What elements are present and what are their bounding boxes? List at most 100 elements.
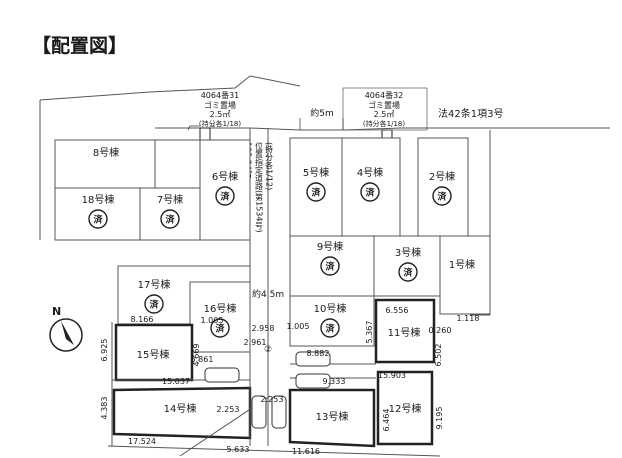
lot-32-outline: [342, 87, 428, 131]
lot-13: [288, 388, 376, 448]
sold-badge-icon: [210, 318, 230, 338]
dimension-label: 6.925: [100, 339, 109, 362]
sold-badge-icon: [432, 186, 452, 206]
sold-badge-icon: [398, 262, 418, 282]
building-name-b16: 16号棟: [204, 302, 237, 315]
dimension-label: 15.903: [378, 371, 406, 380]
sold-badge-icon: [320, 318, 340, 338]
lot-11: [374, 298, 436, 364]
building-name-b7: 7号棟: [157, 193, 183, 206]
sold-badge-icon: [160, 209, 180, 229]
trash-station-31: 4064番31 ゴミ置場 2.5㎡ (持分各1/18): [187, 90, 241, 141]
building-name-b6: 6号棟: [212, 170, 238, 183]
building-name-b1: 1号棟: [449, 258, 475, 271]
circle-two-label: ②: [264, 345, 272, 355]
building-name-b11: 11号棟: [388, 326, 421, 339]
lot-12: [376, 370, 434, 446]
building-name-b17: 17号棟: [138, 278, 171, 291]
dimension-label: 5.367: [365, 321, 374, 344]
sold-badge-label: 済: [149, 299, 159, 311]
car-icon: [271, 395, 287, 429]
building-name-b15: 15号棟: [137, 348, 170, 361]
sold-badge-label: 済: [365, 187, 375, 199]
dimension-label: 1.005: [287, 322, 310, 331]
parking-cars: [204, 351, 331, 429]
dimension-label: 9.195: [435, 407, 444, 430]
lot-1: [439, 235, 491, 315]
dimension-label: 5.861: [191, 355, 214, 364]
dimension-label: 6.556: [386, 306, 409, 315]
dimension-label: 15.037: [162, 377, 190, 386]
trash-station-32: 4064番32 ゴミ置場 2.5㎡ (持分各1/18): [342, 87, 428, 143]
sold-badge-icon: [320, 256, 340, 276]
page-title: 【配置図】: [32, 34, 127, 57]
building-name-b4: 4号棟: [357, 166, 383, 179]
sold-badge-icon: [215, 186, 235, 206]
building-name-b5: 5号棟: [303, 166, 329, 179]
dimension-label: 0.260: [429, 326, 452, 335]
dimension-label: 17.524: [128, 437, 156, 446]
sold-badge-icon: [306, 182, 326, 202]
sold-badge-label: 済: [220, 191, 230, 203]
car-icon: [204, 367, 240, 383]
car-icon: [295, 373, 331, 389]
dimension-label: 9.333: [323, 377, 346, 386]
lot-31-area: 2.5㎡: [210, 110, 231, 119]
road-law-label: 法42条1項3号: [438, 107, 503, 120]
sold-badge-icon: [88, 209, 108, 229]
trash-box-icon: [199, 127, 211, 141]
dimension-label: 6.502: [434, 344, 443, 367]
sold-badge-icon: [360, 182, 380, 202]
compass-label: N: [52, 305, 61, 318]
sold-badge-label: 済: [165, 214, 175, 226]
sold-badge-icon: [144, 294, 164, 314]
lot-32-number: 4064番32: [365, 90, 404, 100]
sold-badge-label: 済: [215, 323, 225, 335]
road-share: (持分各1/12): [265, 142, 274, 190]
lot-31-share: (持分各1/18): [199, 119, 241, 128]
lot-32-area: 2.5㎡: [374, 110, 395, 119]
dimension-label: 6.464: [382, 409, 391, 432]
sold-badge-label: 済: [311, 187, 321, 199]
building-name-b9: 9号棟: [317, 240, 343, 253]
dimension-label: 1.005: [201, 316, 224, 325]
lot-15: [114, 323, 194, 382]
sold-badge-label: 済: [325, 323, 335, 335]
road-width-5m: 約5m: [310, 107, 334, 119]
dimension-label: 2.253: [217, 405, 240, 414]
car-icon: [251, 395, 267, 429]
building-name-b14: 14号棟: [164, 402, 197, 415]
dimension-label: 8.166: [131, 315, 154, 324]
compass-needle-icon: [61, 321, 74, 345]
building-name-b13: 13号棟: [316, 410, 349, 423]
building-name-b12: 12号棟: [389, 402, 422, 415]
sold-badge-label: 済: [403, 267, 413, 279]
dimension-label: 4.669: [192, 344, 201, 367]
lot-31-number: 4064番31: [201, 90, 240, 100]
dimension-label: 2.253: [261, 395, 284, 404]
building-name-b2: 2号棟: [429, 170, 455, 183]
road-designation: 位置指定道路(第1534号): [255, 141, 264, 233]
dimension-label: 4.383: [100, 397, 109, 420]
lot-7-upper: [154, 139, 201, 189]
lot-31-name: ゴミ置場: [204, 100, 236, 110]
dimension-label: 5.633: [227, 445, 250, 454]
dimension-label: 2.958: [252, 324, 275, 333]
building-name-b10: 10号棟: [314, 302, 347, 315]
building-name-b3: 3号棟: [395, 246, 421, 259]
sold-badge-label: 済: [93, 214, 103, 226]
compass: N: [49, 305, 83, 352]
dimension-label: 8.882: [307, 349, 330, 358]
lot-8: [54, 139, 156, 189]
dimension-label: 1.118: [457, 314, 480, 323]
sold-badge-label: 済: [325, 261, 335, 273]
lot-16: [189, 281, 251, 353]
dimension-label: 11.616: [292, 447, 320, 456]
lot-32-share: (持分各1/18): [363, 119, 405, 128]
building-name-b18: 18号棟: [82, 193, 115, 206]
dimension-label: 2.961: [244, 338, 267, 347]
car-icon: [295, 351, 331, 367]
